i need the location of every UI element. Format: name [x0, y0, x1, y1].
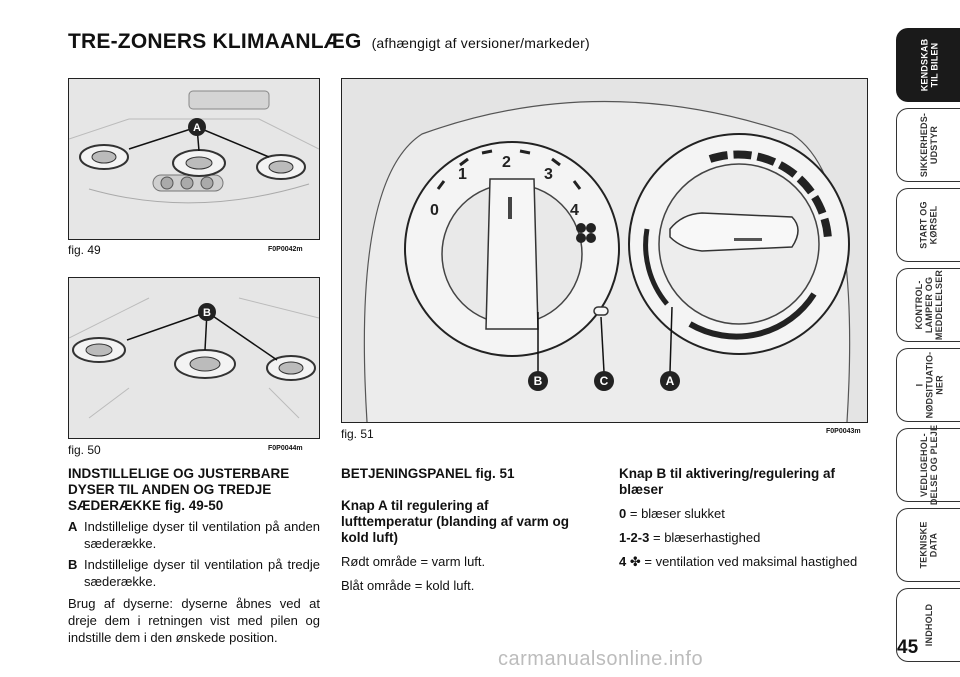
- fig51-code: F0P0043m: [826, 428, 861, 435]
- fig51-marker-c: C: [600, 374, 609, 388]
- list-item: B Indstillelige dyser til ventilation på…: [68, 556, 320, 590]
- fig50-code: F0P0044m: [268, 445, 303, 452]
- fig51-marker-a: A: [666, 374, 675, 388]
- tab-vedligeholdelse[interactable]: VEDLIGEHOL- DELSE OG PLEJE: [896, 424, 960, 506]
- item-text: = ventilation ved maksimal hastighed: [644, 554, 858, 569]
- fig51-marker-b: B: [534, 374, 543, 388]
- title-note: (afhængigt af versioner/markeder): [371, 35, 590, 51]
- tab-label: TEKNISKE DATA: [918, 521, 939, 569]
- tab-label: INDHOLD: [924, 603, 934, 647]
- figure-51: 0 1 2 3 4 B C A: [341, 78, 868, 423]
- item-text: Indstillelige dyser til ventilation på t…: [84, 557, 320, 589]
- fan-scale-1: 1: [458, 166, 467, 183]
- tab-label: I NØDSITUATIO- NER: [914, 351, 945, 419]
- tab-label: KENDSKAB TIL BILEN: [918, 38, 939, 92]
- middle-column: BETJENINGSPANEL fig. 51 Knap A til regul…: [341, 466, 581, 594]
- tab-indhold[interactable]: INDHOLD: [896, 588, 960, 662]
- tab-label: SIKKERHEDS- UDSTYR: [919, 112, 939, 178]
- fig50-marker: B: [203, 307, 211, 319]
- tab-nodsituationer[interactable]: I NØDSITUATIO- NER: [896, 348, 960, 422]
- list-item: A Indstillelige dyser til ventilation på…: [68, 518, 320, 552]
- list-item: 4 ✤ = ventilation ved maksimal hastighed: [619, 553, 869, 570]
- tab-label: START OG KØRSEL: [919, 201, 939, 249]
- item-key: B: [68, 557, 78, 572]
- list-item: 1-2-3 = blæserhastighed: [619, 529, 869, 546]
- page-number: 45: [897, 637, 919, 658]
- fig50-label: fig. 50: [68, 443, 101, 457]
- item-key: 1-2-3: [619, 530, 650, 545]
- knob-a-heading: Knap A til regulering af lufttemperatur …: [341, 498, 570, 545]
- tab-tekniske-data[interactable]: TEKNISKE DATA: [896, 508, 960, 582]
- blue-zone-text: Blåt område = kold luft.: [341, 578, 475, 593]
- fan-scale-4: 4: [570, 202, 579, 219]
- item-key: 4 ✤: [619, 554, 641, 569]
- page-title: TRE-ZONERS KLIMAANLÆG (afhængigt af vers…: [68, 30, 590, 54]
- tab-kendskab[interactable]: KENDSKAB TIL BILEN: [896, 28, 960, 102]
- fig49-code: F0P0042m: [268, 246, 303, 253]
- figure-49: A: [68, 78, 320, 240]
- tab-start-og-korsel[interactable]: START OG KØRSEL: [896, 188, 960, 262]
- fan-scale-3: 3: [544, 166, 553, 183]
- tab-label: KONTROL- LAMPER OG MEDDELELSER: [914, 269, 944, 341]
- left-column: INDSTILLELIGE OG JUSTERBARE DYSER TIL AN…: [68, 466, 320, 646]
- fan-icon: [576, 223, 596, 243]
- watermark: carmanualsonline.info: [498, 648, 704, 670]
- fan-scale-0: 0: [430, 202, 439, 219]
- item-key: A: [68, 519, 78, 534]
- tab-kontrollamper[interactable]: KONTROL- LAMPER OG MEDDELELSER: [896, 268, 960, 342]
- left-heading: INDSTILLELIGE OG JUSTERBARE DYSER TIL AN…: [68, 466, 290, 513]
- fig51-label: fig. 51: [341, 427, 374, 441]
- body-text: Brug af dyserne: dyserne åbnes ved at dr…: [68, 596, 320, 645]
- item-key: 0: [619, 506, 627, 521]
- list-item: 0 = blæser slukket: [619, 505, 869, 522]
- red-zone-text: Rødt område = varm luft.: [341, 554, 486, 569]
- title-main: TRE-ZONERS KLIMAANLÆG: [68, 30, 362, 53]
- panel-heading: BETJENINGSPANEL fig. 51: [341, 466, 515, 481]
- right-column: Knap B til aktivering/regulering af blæs…: [619, 466, 869, 570]
- fig49-marker: A: [193, 122, 201, 134]
- figure-50: B: [68, 277, 320, 439]
- knob-b-heading: Knap B til aktivering/regulering af blæs…: [619, 466, 836, 497]
- item-text: Indstillelige dyser til ventilation på a…: [84, 519, 320, 551]
- fan-scale-2: 2: [502, 154, 511, 171]
- tab-label: VEDLIGEHOL- DELSE OG PLEJE: [919, 424, 940, 506]
- fig49-label: fig. 49: [68, 243, 101, 257]
- tab-sikkerhedsudstyr[interactable]: SIKKERHEDS- UDSTYR: [896, 108, 960, 182]
- item-text: = blæser slukket: [629, 506, 725, 521]
- item-text: = blæserhastighed: [652, 530, 761, 545]
